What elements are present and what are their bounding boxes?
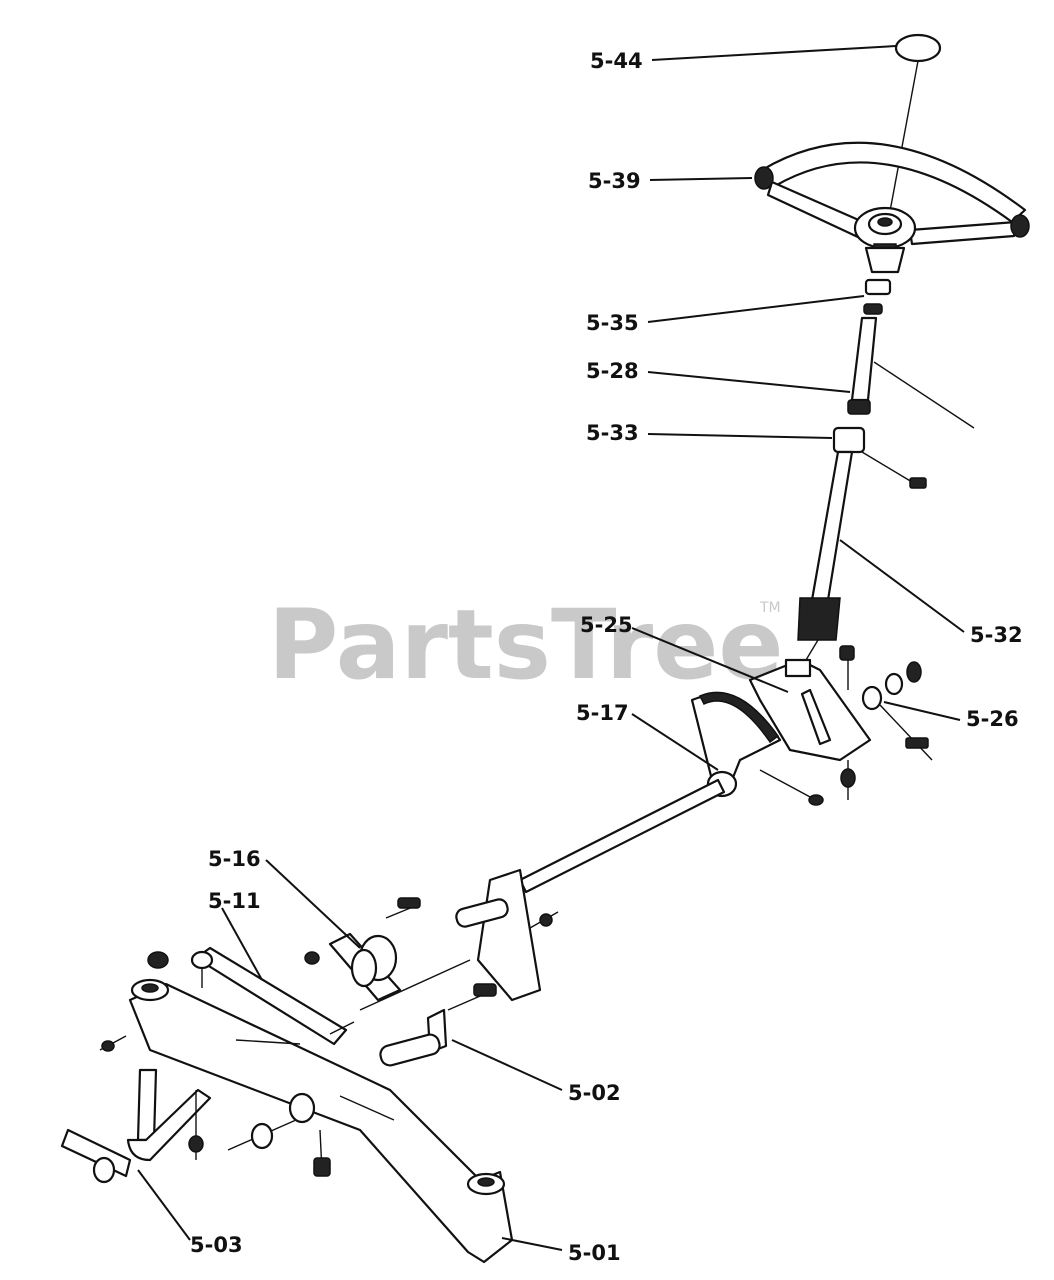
- drag-link-shaft[interactable]: [518, 778, 726, 894]
- part-5-44-cap[interactable]: [894, 33, 942, 63]
- part-5-33-collar[interactable]: [832, 426, 927, 489]
- label-5-28: 5-28: [586, 359, 639, 383]
- part-labels: 5-44 5-39 5-35 5-28 5-33 5-32 5-25 5-26 …: [190, 49, 1023, 1265]
- part-5-39-steering-wheel[interactable]: [754, 141, 1030, 274]
- part-5-03-spindle[interactable]: [60, 1068, 331, 1184]
- label-5-16: 5-16: [208, 847, 261, 871]
- part-5-16-pitman-arm[interactable]: [304, 897, 421, 1002]
- part-5-35-bushing[interactable]: [863, 278, 892, 315]
- part-5-28-shaft-upper[interactable]: [847, 316, 975, 429]
- watermark-trademark: TM: [759, 600, 781, 616]
- label-5-01: 5-01: [568, 1241, 621, 1265]
- label-5-44: 5-44: [590, 49, 643, 73]
- label-5-33: 5-33: [586, 421, 639, 445]
- label-5-32: 5-32: [970, 623, 1023, 647]
- part-5-26-spacer[interactable]: [861, 661, 933, 761]
- part-5-32-steering-shaft[interactable]: [797, 450, 854, 661]
- part-5-11-tie-rod[interactable]: [190, 946, 355, 1046]
- label-5-35: 5-35: [586, 311, 639, 335]
- part-5-25-bracket[interactable]: [748, 645, 872, 800]
- label-5-25: 5-25: [580, 613, 633, 637]
- support-plate[interactable]: [359, 868, 559, 1011]
- watermark-text: PartsTree: [268, 589, 783, 701]
- label-5-03: 5-03: [190, 1233, 243, 1257]
- label-5-02: 5-02: [568, 1081, 621, 1105]
- label-5-11: 5-11: [208, 889, 261, 913]
- label-5-26: 5-26: [966, 707, 1019, 731]
- label-5-39: 5-39: [588, 169, 641, 193]
- label-5-17: 5-17: [576, 701, 629, 725]
- leader-lines: [137, 45, 965, 1251]
- part-5-02-pivot-bracket[interactable]: [378, 983, 497, 1067]
- part-5-01-front-axle[interactable]: [99, 951, 514, 1264]
